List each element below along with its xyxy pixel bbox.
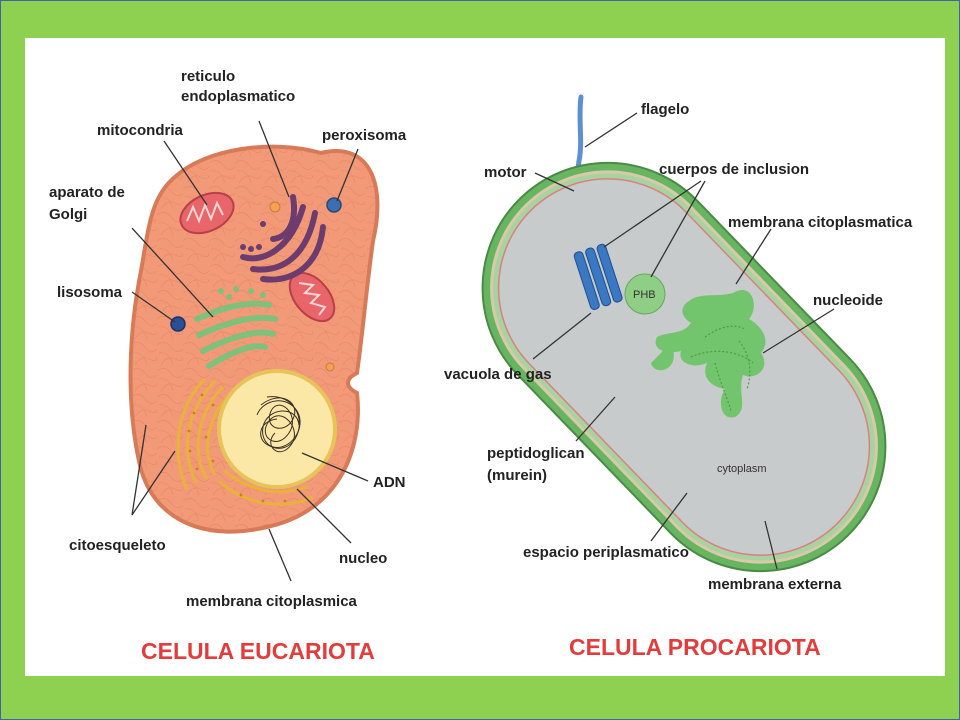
phb-granule <box>624 273 666 315</box>
label-phb: PHB <box>633 289 656 301</box>
label-peroxisoma: peroxisoma <box>322 127 407 144</box>
label-cytoplasm: cytoplasm <box>717 463 767 475</box>
golgi-vesicles <box>218 286 266 300</box>
vesicle <box>260 221 266 227</box>
vesicle <box>240 244 246 250</box>
label-golgi-2: Golgi <box>49 206 87 223</box>
prok-leaders <box>532 112 835 570</box>
peroxisome <box>326 197 342 213</box>
leader-nucleoide <box>762 308 835 354</box>
leader-cuerpos-2 <box>650 180 706 278</box>
label-nucleo: nucleo <box>339 550 387 567</box>
label-peptidoglican: peptidoglican <box>487 445 585 462</box>
label-murein: (murein) <box>487 467 547 484</box>
label-mitocondria: mitocondria <box>97 122 183 139</box>
label-membrana-externa: membrana externa <box>708 576 842 593</box>
nucleus <box>217 369 337 489</box>
vesicle <box>256 244 262 250</box>
label-reticulo-1: reticulo <box>181 68 235 85</box>
label-adn: ADN <box>373 474 406 491</box>
leader-flagelo <box>584 112 638 148</box>
endoplasmic-reticulum <box>240 194 326 283</box>
eukaryotic-cell <box>128 144 380 534</box>
rough-er-dots <box>187 393 287 503</box>
leader-reticulo <box>258 120 290 198</box>
leader-adn <box>301 452 369 482</box>
vesicle <box>248 246 254 252</box>
dna-chromatin <box>256 396 301 453</box>
leader-membrana <box>268 528 292 582</box>
leader-lisosoma <box>131 291 176 323</box>
leader-motor <box>534 172 575 192</box>
vesicle <box>325 362 335 372</box>
mitochondrion-lower <box>288 271 336 323</box>
label-citoesqueleto: citoesqueleto <box>69 537 166 554</box>
nucleoid-dna <box>690 325 754 412</box>
leader-citoesqueleto-1 <box>131 424 147 516</box>
leader-peroxisoma <box>336 148 359 202</box>
cytoplasmic-membrane <box>497 178 871 556</box>
leader-cuerpos-1 <box>603 180 702 248</box>
leader-mitocondria <box>163 140 208 206</box>
lysosome <box>170 316 186 332</box>
label-flagelo: flagelo <box>641 101 689 118</box>
label-espacio-periplasmatico: espacio periplasmatico <box>523 544 689 561</box>
euk-leaders <box>131 120 369 582</box>
leader-golgi <box>131 227 214 318</box>
leader-membrana-externa <box>764 520 778 570</box>
leader-citoesqueleto-2 <box>131 450 176 516</box>
golgi-apparatus <box>194 300 278 369</box>
label-membrana-citoplasmatica: membrana citoplasmatica <box>728 214 913 231</box>
nucleoid-lobe <box>651 347 674 371</box>
vesicle <box>269 201 281 213</box>
label-motor: motor <box>484 164 527 181</box>
prokaryotic-cell: PHB cytoplasm <box>481 94 887 573</box>
title-celula-procariota: CELULA PROCARIOTA <box>569 634 821 660</box>
nucleoid <box>655 289 766 418</box>
label-lisosoma: lisosoma <box>57 284 123 301</box>
mitochondrion-upper <box>179 191 235 235</box>
label-reticulo-2: endoplasmatico <box>181 88 295 105</box>
leader-membrana-citoplasmatica <box>735 228 772 285</box>
leader-nucleo <box>296 488 352 544</box>
leader-vacuola <box>532 312 592 360</box>
label-vacuola-gas: vacuola de gas <box>444 366 552 383</box>
leader-peptidoglican <box>575 396 616 442</box>
leader-espacio <box>650 492 688 542</box>
title-celula-eucariota: CELULA EUCARIOTA <box>141 638 375 664</box>
gas-vacuole <box>573 243 623 310</box>
label-cuerpos-inclusion: cuerpos de inclusion <box>659 161 809 178</box>
label-nucleoide: nucleoide <box>813 292 883 309</box>
label-membrana-citoplasmica: membrana citoplasmica <box>186 593 358 610</box>
label-golgi-1: aparato de <box>49 184 125 201</box>
